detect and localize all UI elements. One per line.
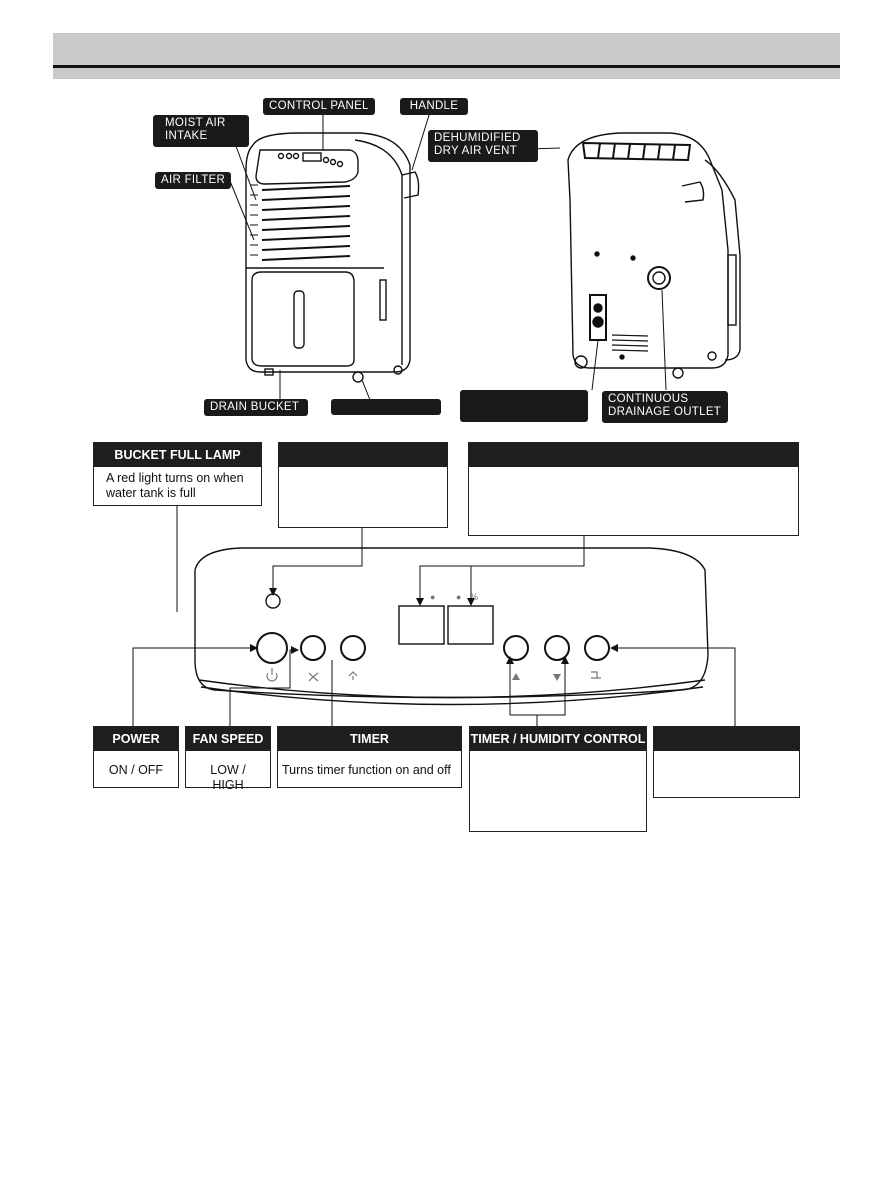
header-rule <box>53 65 840 68</box>
label-dehumidified: DEHUMIDIFIED DRY AIR VENT <box>428 130 538 162</box>
unlabeled-box-3 <box>653 726 800 798</box>
label-blank-1 <box>331 399 441 415</box>
unlabeled-box-2 <box>468 442 799 536</box>
unlabeled-box-1 <box>278 442 448 528</box>
fan-speed-title: FAN SPEED <box>186 727 270 751</box>
bucket-full-box: BUCKET FULL LAMP A red light turns on wh… <box>93 442 262 506</box>
label-continuous-line2: DRAINAGE OUTLET <box>608 406 722 418</box>
power-title: POWER <box>94 727 178 751</box>
svg-text:●: ● <box>430 592 435 602</box>
timer-box: TIMER Turns timer function on and off <box>277 726 462 788</box>
timer-humidity-box: TIMER / HUMIDITY CONTROL <box>469 726 647 832</box>
label-air-filter: AIR FILTER <box>155 172 232 189</box>
unlabeled-box-3-title <box>654 727 799 751</box>
svg-text:●: ● <box>456 592 461 602</box>
label-moist-air-intake: MOIST AIR INTAKE <box>153 115 249 147</box>
bucket-full-title: BUCKET FULL LAMP <box>94 443 261 467</box>
unlabeled-box-1-title <box>279 443 447 467</box>
fan-speed-text: LOW / HIGH <box>210 763 246 792</box>
bucket-full-text-line2: water tank is full <box>106 486 196 500</box>
power-box: POWER ON / OFF <box>93 726 179 788</box>
timer-humidity-title: TIMER / HUMIDITY CONTROL <box>470 727 646 751</box>
label-control-panel: CONTROL PANEL <box>263 98 375 115</box>
unlabeled-box-2-title <box>469 443 798 467</box>
label-moist-air-line1: MOIST AIR <box>165 117 226 129</box>
label-continuous-drainage: CONTINUOUS DRAINAGE OUTLET <box>602 391 728 423</box>
header-bar <box>53 33 840 65</box>
label-dehumidified-line2: DRY AIR VENT <box>434 145 518 157</box>
label-moist-air-line2: INTAKE <box>165 130 208 142</box>
rear-unit-illustration <box>567 132 741 379</box>
control-panel-diagram <box>194 547 709 706</box>
label-continuous-line1: CONTINUOUS <box>608 393 689 405</box>
timer-text: Turns timer function on and off <box>282 763 451 777</box>
label-dehumidified-line1: DEHUMIDIFIED <box>434 132 521 144</box>
header-bar-lower <box>53 68 840 79</box>
timer-title: TIMER <box>278 727 461 751</box>
bucket-full-text-line1: A red light turns on when <box>106 471 244 485</box>
fan-speed-box: FAN SPEED LOW / HIGH <box>185 726 271 792</box>
svg-text:%: % <box>470 592 478 602</box>
bucket-full-text: A red light turns on when water tank is … <box>94 467 261 505</box>
power-text: ON / OFF <box>108 763 164 777</box>
label-drain-bucket: DRAIN BUCKET <box>204 399 308 416</box>
label-handle: HANDLE <box>400 98 468 115</box>
front-unit-illustration <box>245 132 420 383</box>
label-blank-2 <box>460 390 588 422</box>
